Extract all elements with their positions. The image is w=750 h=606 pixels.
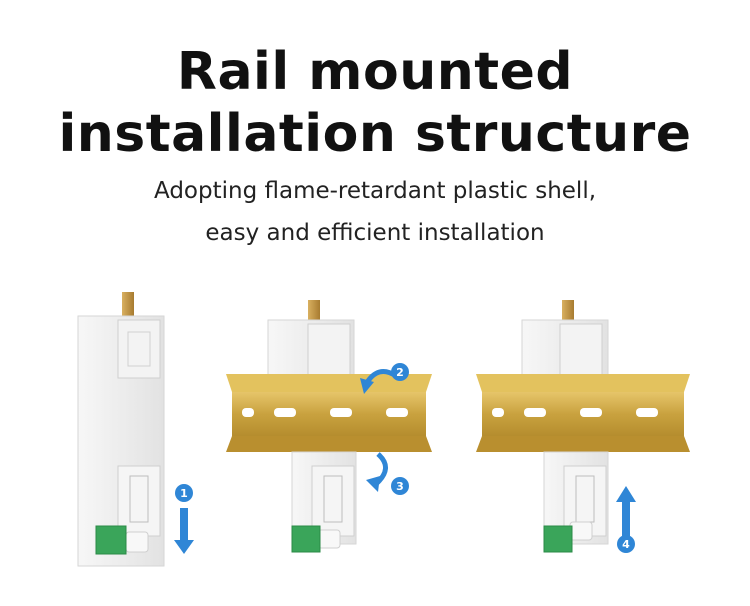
- device-step-1: 1: [77, 292, 194, 567]
- step-1-number: 1: [180, 487, 188, 500]
- step-3-number: 3: [396, 480, 404, 493]
- step-4-badge: [617, 535, 635, 553]
- green-terminal: [543, 525, 573, 553]
- brass-pin: [122, 292, 134, 320]
- bottom-clip: [311, 465, 355, 537]
- heading-line-2: installation structure: [58, 104, 692, 164]
- top-clip: [117, 319, 161, 379]
- subtitle-line-2: easy and efficient installation: [205, 220, 545, 246]
- release-tab: [125, 531, 149, 553]
- step-4-number: 4: [622, 538, 630, 551]
- step-1-badge: [175, 484, 193, 502]
- device-step-4: 4: [476, 300, 690, 553]
- heading-line-1: Rail mounted: [176, 42, 574, 102]
- installation-illustration: 1 2 3: [77, 292, 690, 567]
- device-step-2-3: 2 3: [226, 300, 432, 553]
- bottom-clip: [117, 465, 161, 537]
- arrow-up: [616, 486, 636, 502]
- top-clip: [307, 323, 351, 379]
- green-terminal: [95, 525, 127, 555]
- step-2-number: 2: [396, 366, 404, 379]
- arrow-down: [180, 508, 188, 542]
- green-terminal: [291, 525, 321, 553]
- step-3-badge: [391, 477, 409, 495]
- top-clip: [559, 323, 603, 379]
- subtitle-line-1: Adopting flame-retardant plastic shell,: [153, 178, 597, 204]
- step-2-badge: [391, 363, 409, 381]
